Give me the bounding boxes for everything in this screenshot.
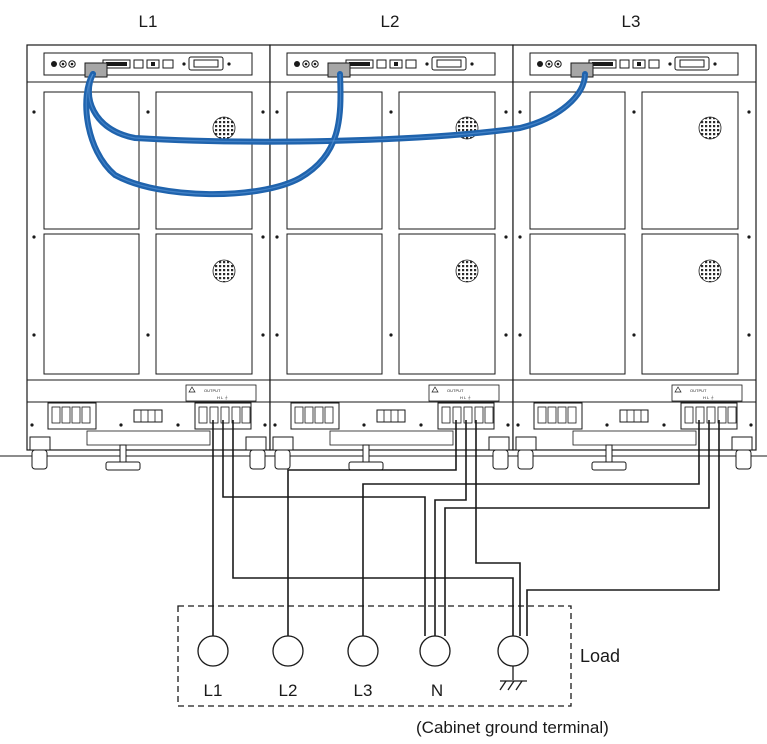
terminal-label-l1: L1 [204,681,223,700]
terminal-marks: H L ⏚ [217,394,228,400]
load-box [177,605,572,707]
wire-l3-phase [362,420,700,636]
output-label: OUTPUT [204,388,221,393]
cabinet-l2: OUTPUT H L ⏚ [269,44,514,471]
control-connector-l1 [84,62,108,78]
load-label: Load [580,646,620,666]
wire-l3-ground [526,420,720,636]
wire-l1-ground [232,420,514,636]
wire-l3-neutral [444,420,710,636]
wire-l1-neutral [222,420,426,636]
ground-icon [499,666,527,691]
terminal-label-l3: L3 [354,681,373,700]
control-cables [83,71,588,198]
output-label: OUTPUT [690,388,707,393]
load-terminal-l3 [347,635,379,667]
load-terminal-ground [497,635,529,667]
unit-label-l2: L2 [381,12,400,31]
terminal-label-l2: L2 [279,681,298,700]
load-terminal-l2 [272,635,304,667]
terminal-marks: H L ⏚ [703,394,714,400]
load-terminal-n [419,635,451,667]
ground-note: (Cabinet ground terminal) [416,718,609,737]
terminal-marks: H L ⏚ [460,394,471,400]
unit-label-l3: L3 [622,12,641,31]
output-wiring [212,420,720,636]
output-label: OUTPUT [447,388,464,393]
terminal-label-n: N [431,681,443,700]
cabinet-l1: OUTPUT H L ⏚ [26,44,271,471]
cabinet-l3: OUTPUT H L ⏚ [512,44,757,471]
wire-l2-phase [287,420,457,636]
wire-l2-neutral [434,420,467,636]
unit-label-l1: L1 [139,12,158,31]
wire-l2-ground [475,420,521,636]
load-terminal-l1 [197,635,229,667]
